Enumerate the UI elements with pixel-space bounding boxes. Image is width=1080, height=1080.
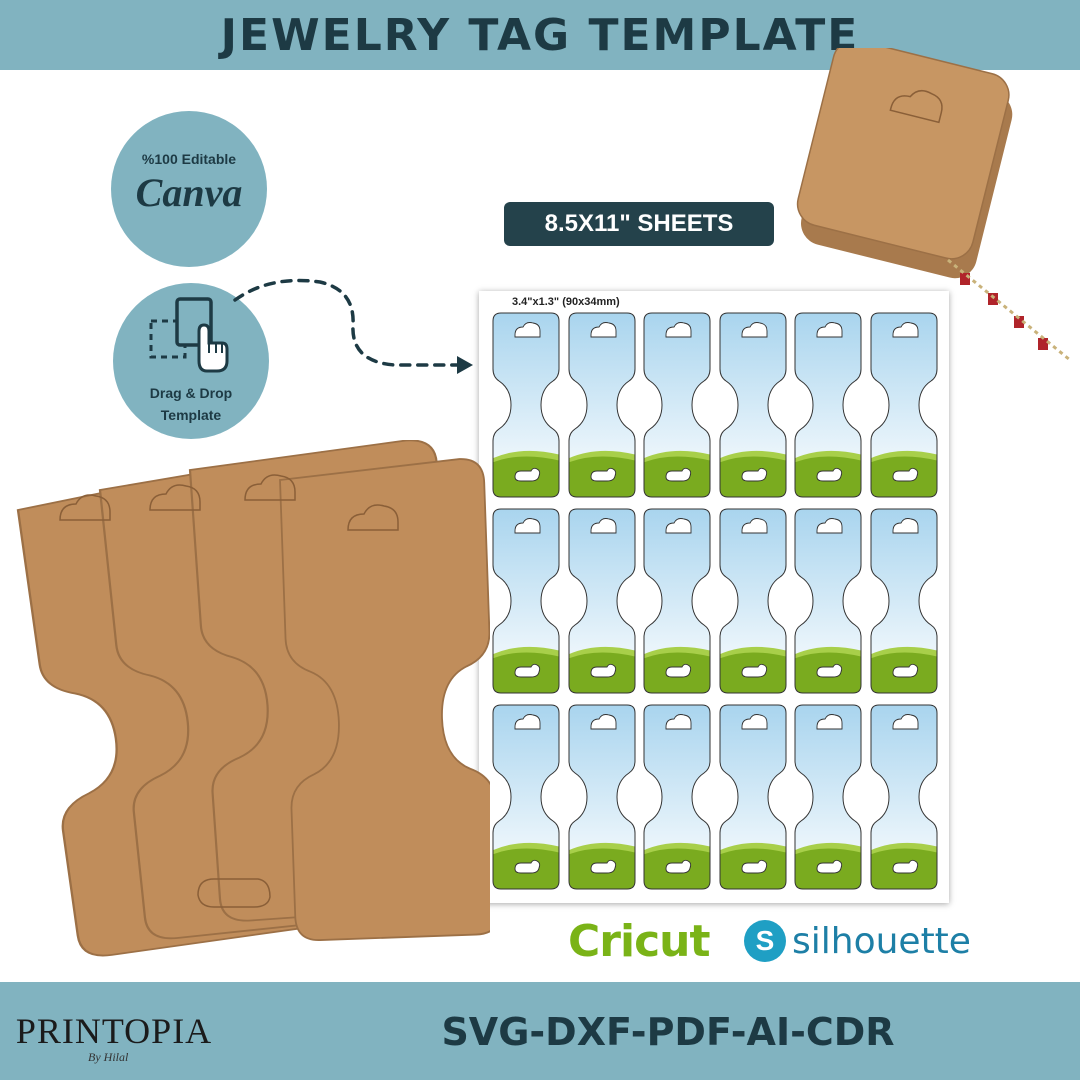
printopia-logo: PRINTOPIA: [15, 1011, 213, 1051]
drag-drop-label: Drag & Drop: [149, 385, 233, 401]
canva-editable-badge: %100 Editable Canva: [111, 111, 267, 267]
template-sheet: 3.4"x1.3" (90x34mm): [479, 291, 949, 903]
jewelry-tag-template: [794, 312, 862, 498]
jewelry-tag-template: [870, 704, 937, 890]
hanging-tag-necklace-image: [796, 48, 1071, 362]
jewelry-tag-template: [870, 312, 937, 498]
jewelry-tag-template: [794, 704, 862, 890]
jewelry-tag-template: [870, 508, 937, 694]
jewelry-tag-template: [568, 704, 635, 890]
kraft-tag-stack-image: [14, 440, 490, 961]
jewelry-tag-template: [492, 312, 560, 498]
jewelry-tag-template: [643, 704, 711, 890]
footer-banner: [0, 982, 1080, 1080]
cricut-logo: Cricut: [568, 916, 711, 967]
jewelry-tag-template: [643, 508, 711, 694]
dashed-arrow-icon: [233, 278, 473, 374]
jewelry-tag-template: [719, 508, 786, 694]
jewelry-tag-template: [568, 312, 635, 498]
jewelry-tag-template: [643, 312, 711, 498]
silhouette-mark: S: [744, 920, 786, 962]
drag-drop-icon: [149, 297, 229, 373]
sheet-size-label: 8.5X11" SHEETS: [544, 210, 734, 237]
jewelry-tag-template: [492, 508, 560, 694]
jewelry-tag-template: [719, 704, 786, 890]
drag-drop-badge: Drag & Drop Template: [113, 283, 269, 439]
page-title: JEWELRY TAG TEMPLATE: [220, 9, 860, 61]
jewelry-tag-template: [719, 312, 786, 498]
silhouette-wordmark: silhouette: [792, 920, 971, 962]
jewelry-tag-template: [568, 508, 635, 694]
editable-label: %100 Editable: [141, 151, 237, 167]
brand-signature: By Hilal: [88, 1050, 129, 1064]
file-formats-label: SVG-DXF-PDF-AI-CDR: [441, 1010, 895, 1054]
template-label: Template: [160, 407, 222, 423]
jewelry-tag-template: [492, 704, 560, 890]
silhouette-logo: S silhouette: [744, 920, 971, 962]
sheet-size-badge: 8.5X11" SHEETS: [504, 202, 774, 246]
jewelry-tag-template: [794, 508, 862, 694]
tag-dimension-label: 3.4"x1.3" (90x34mm): [512, 296, 620, 308]
canva-wordmark: Canva: [135, 170, 243, 215]
header-banner: JEWELRY TAG TEMPLATE: [0, 0, 1080, 70]
